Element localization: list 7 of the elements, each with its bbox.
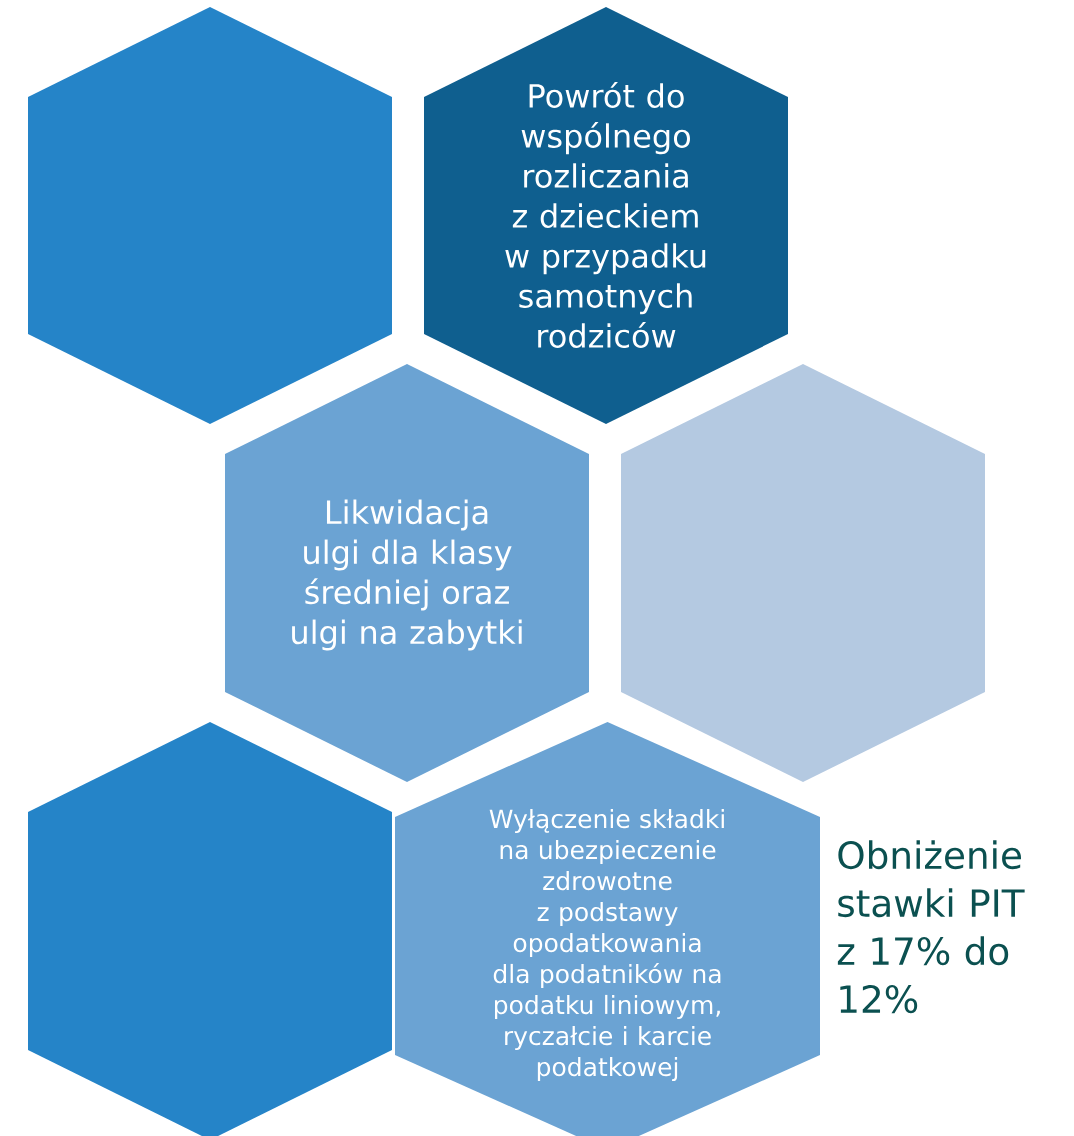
hexagon [28, 7, 392, 424]
hexagon: Powrót do wspólnego rozliczania z dzieckiem w przypadku samotnych rodziców [424, 7, 788, 424]
hexagon: Likwidacja ulgi dla klasy średniej oraz ulgi na zabytki [225, 364, 589, 782]
side-note: Obniżenie stawki PIT z 17% do 12% [837, 840, 1025, 1014]
hexagon [621, 364, 985, 782]
hexagon: Wyłączenie składki na ubezpieczenie zdrowotne z podstawy opodatkowania dla podatników na podatku liniowym, ryczałcie i karcie podatkowej [395, 722, 820, 1136]
hexagon [28, 722, 392, 1136]
